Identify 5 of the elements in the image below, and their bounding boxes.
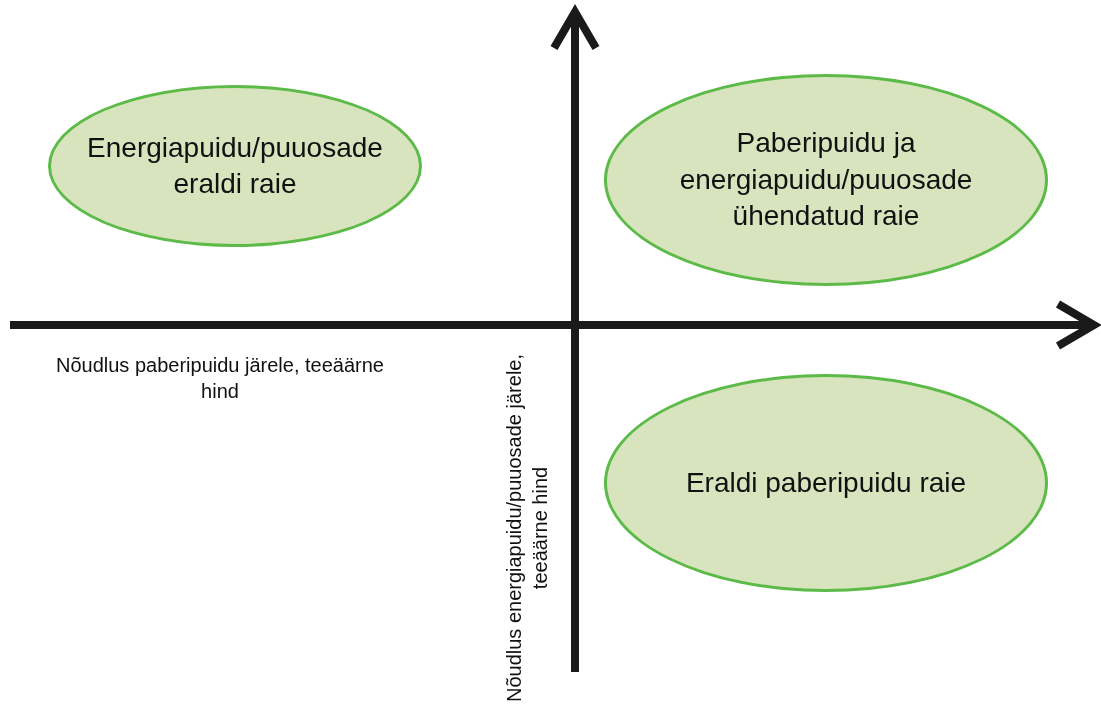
node-text: Paberipuidu ja energiapuidu/puuosade ühendatud raie <box>678 126 974 234</box>
node-text: Energiapuidu/puuosade eraldi raie <box>87 130 383 201</box>
node-text: Eraldi paberipuidu raie <box>685 465 967 500</box>
axis-label: Nõudlus paberipuidu järele, teeäärne hind <box>55 353 385 404</box>
axis-label: Nõudlus energiapuidu/puuosade järele, teeäärne hind <box>502 353 552 705</box>
